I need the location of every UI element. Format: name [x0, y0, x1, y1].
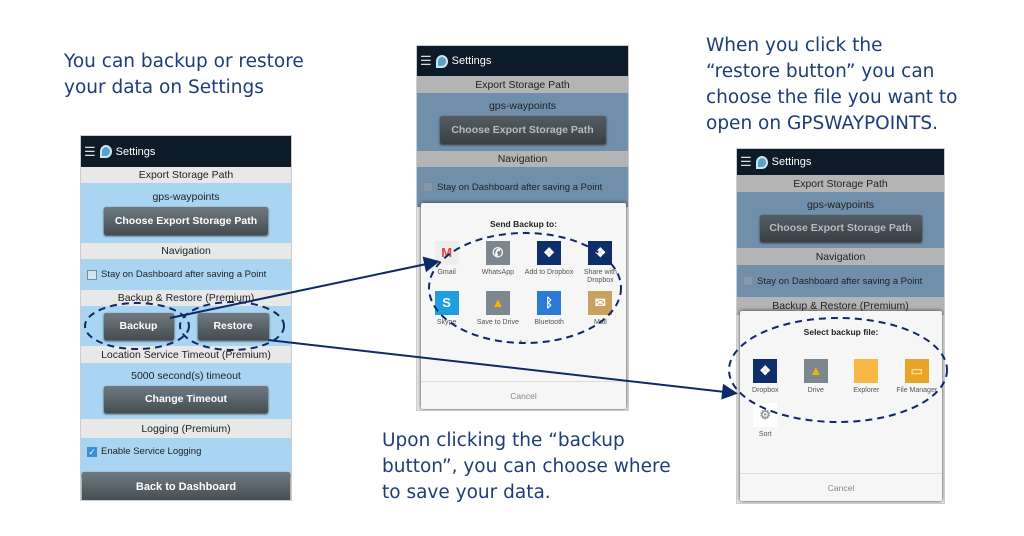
app-logo-icon: [435, 54, 448, 68]
navigation-section: Stay on Dashboard after saving a Point: [81, 259, 291, 290]
phone-backup: ☰Settings Export Storage Path gps-waypoi…: [416, 45, 629, 411]
section-label: Backup & Restore (Premium): [737, 297, 944, 315]
app-logo-icon: [99, 145, 112, 158]
app-label: Explorer: [853, 387, 880, 394]
skype-icon: S: [434, 291, 459, 315]
app-label: Save to Drive: [476, 319, 519, 326]
section-label: Export Storage Path: [417, 76, 628, 93]
app-save-to-drive[interactable]: ▲ Save to Drive: [472, 291, 523, 327]
app-gmail[interactable]: M Gmail: [421, 241, 472, 285]
app-label: WhatsApp: [481, 269, 515, 276]
app-label: Mail: [593, 319, 607, 326]
explorer-icon: [854, 359, 879, 383]
send-backup-dialog: Send Backup to: M Gmail ✆ WhatsApp ❖ Add to D…: [421, 203, 626, 409]
app-label: Bluetooth: [534, 319, 564, 326]
phone-settings: ☰ Settings Export Storage Path gps-waypoi…: [80, 135, 292, 501]
app-header: ☰ Settings: [81, 136, 291, 167]
logging-checkbox[interactable]: ✓Enable Service Logging: [87, 446, 202, 457]
app-label: Share with Dropbox: [583, 269, 617, 284]
header-title: Settings: [115, 145, 156, 158]
menu-icon[interactable]: ☰: [420, 53, 432, 68]
back-to-dashboard-button[interactable]: Back to Dashboard: [82, 472, 290, 500]
gmail-icon: M: [434, 241, 459, 265]
cancel-button[interactable]: Cancel: [740, 473, 942, 501]
timeout-value: 5000 second(s) timeout: [131, 369, 241, 382]
select-backup-dialog: Select backup file: ❖ Dropbox ▲ Drive Explor…: [740, 311, 942, 501]
app-label: Gmail: [437, 269, 456, 276]
choose-path-button[interactable]: Choose Export Storage Path: [104, 207, 268, 235]
app-sort[interactable]: ⚙ Sort: [740, 403, 791, 439]
app-bluetooth[interactable]: ᛒ Bluetooth: [524, 291, 575, 327]
add-to-dropbox-icon: ❖: [537, 241, 562, 265]
app-header: ☰Settings: [417, 46, 628, 76]
menu-icon[interactable]: ☰: [84, 143, 96, 159]
navigation-section: Stay on Dashboard after saving a Point: [737, 265, 944, 297]
caption-right: When you click the“restore button” you c…: [706, 35, 958, 134]
section-label: Export Storage Path: [81, 167, 291, 183]
share-with-dropbox-icon: ❖: [588, 241, 613, 265]
app-label: Sort: [758, 431, 772, 438]
dropbox-icon: ❖: [753, 359, 778, 383]
app-label: Drive: [807, 387, 824, 394]
app-label: Dropbox: [752, 387, 779, 394]
file-manager-icon: ▭: [904, 359, 929, 383]
mail-icon: ✉: [588, 291, 613, 315]
dialog-title: Select backup file:: [803, 327, 879, 337]
navigation-section: Stay on Dashboard after saving a Point: [417, 167, 628, 207]
save-to-drive-icon: ▲: [485, 291, 510, 315]
section-label: Navigation: [737, 248, 944, 265]
dialog-title: Send Backup to:: [489, 219, 558, 229]
app-header: ☰Settings: [737, 149, 944, 175]
menu-icon[interactable]: ☰: [740, 154, 752, 169]
app-mail[interactable]: ✉ Mail: [575, 291, 626, 327]
choose-path-button[interactable]: Choose Export Storage Path: [759, 214, 922, 242]
app-logo-icon: [755, 155, 768, 169]
app-whatsapp[interactable]: ✆ WhatsApp: [472, 241, 523, 285]
sort-icon: ⚙: [753, 403, 778, 427]
app-share-with-dropbox[interactable]: ❖ Share with Dropbox: [575, 241, 626, 285]
section-label: Navigation: [417, 151, 628, 167]
logging-section: ✓Enable Service Logging: [81, 438, 291, 478]
app-label: File Manager: [896, 387, 938, 394]
change-timeout-button[interactable]: Change Timeout: [104, 385, 268, 413]
bluetooth-icon: ᛒ: [537, 291, 562, 315]
backup-button[interactable]: Backup: [103, 312, 174, 340]
export-value: gps-waypoints: [152, 191, 220, 203]
app-add-to-dropbox[interactable]: ❖ Add to Dropbox: [524, 241, 575, 285]
drive-icon: ▲: [803, 359, 828, 383]
section-label: Backup & Restore (Premium): [81, 290, 291, 306]
stay-checkbox[interactable]: Stay on Dashboard after saving a Point: [81, 269, 291, 280]
cancel-button[interactable]: Cancel: [421, 381, 626, 409]
section-label: Location Service Timeout (Premium): [81, 346, 291, 363]
app-label: Skype: [436, 319, 457, 326]
app-dropbox[interactable]: ❖ Dropbox: [740, 359, 791, 395]
section-label: Logging (Premium): [81, 419, 291, 438]
page-dots: ● ○: [519, 339, 528, 345]
app-explorer[interactable]: Explorer: [841, 359, 892, 395]
app-file-manager[interactable]: ▭ File Manager: [892, 359, 943, 395]
backup-section: Backup Restore: [81, 306, 291, 346]
app-label: Add to Dropbox: [524, 269, 574, 276]
app-skype[interactable]: S Skype: [421, 291, 472, 327]
phone-restore: ☰Settings Export Storage Path gps-waypoi…: [736, 148, 945, 504]
restore-button[interactable]: Restore: [197, 312, 269, 340]
choose-path-button[interactable]: Choose Export Storage Path: [439, 116, 606, 144]
section-label: Export Storage Path: [737, 175, 944, 192]
app-drive[interactable]: ▲ Drive: [791, 359, 842, 395]
whatsapp-icon: ✆: [485, 241, 510, 265]
section-label: Navigation: [81, 243, 291, 259]
